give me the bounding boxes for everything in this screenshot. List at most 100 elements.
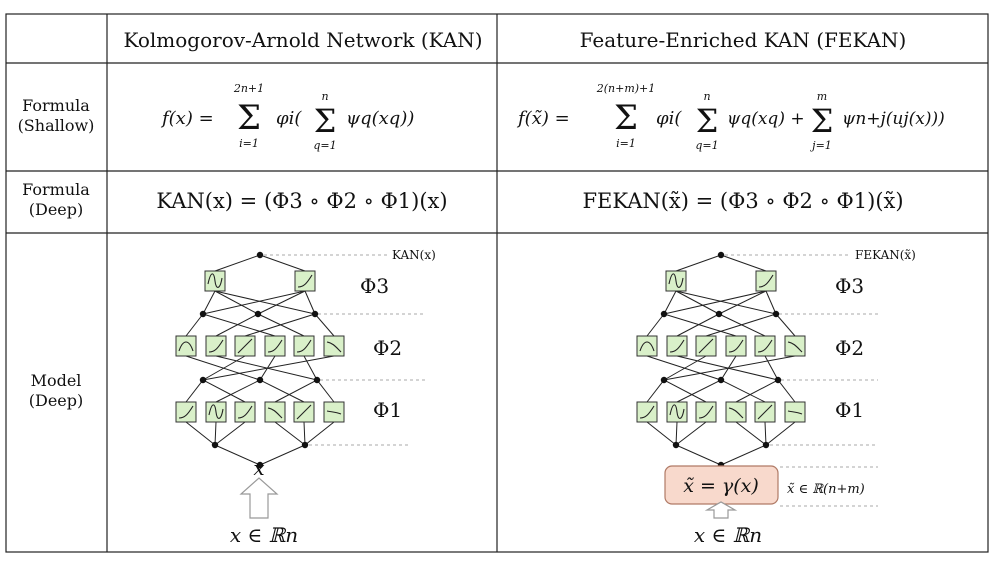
row-label-model-2: (Deep) <box>29 391 84 410</box>
kan-edge-l1up-0 <box>185 379 204 403</box>
fekan-layer-label-2: Φ2 <box>835 336 864 360</box>
kan-shallow-inner-top: n <box>321 90 328 103</box>
kan-edge-out-0 <box>214 254 261 272</box>
kan-phi1-activation-3 <box>264 401 286 423</box>
kan-edge-l1dn-5 <box>304 421 335 446</box>
row-label-deep-1: Formula <box>22 180 90 199</box>
kan-edge-l3-1-c <box>304 290 316 315</box>
fekan-node-h2-2 <box>772 310 780 318</box>
fekan-node-h2-0 <box>660 310 668 318</box>
fekan-edge-l2up-5 <box>775 313 796 337</box>
fekan-phi2-activation-0 <box>636 335 658 357</box>
fekan-shallow-inner1-sigma: Σ <box>696 102 719 140</box>
fekan-edge-l2up-4 <box>718 313 766 337</box>
fekan-edge-l1dn-4 <box>764 421 767 446</box>
kan-node-h2-0 <box>199 310 207 318</box>
kan-edge-l2up-3 <box>202 313 276 337</box>
fekan-phi2-activation-5 <box>784 335 806 357</box>
fekan-edge-l1up-0 <box>646 379 665 403</box>
fekan-shallow-inner2-term: ψn+j(uj(x))) <box>842 109 945 129</box>
kan-node-h0-0 <box>211 441 219 449</box>
fekan-edge-l3-1-b <box>718 290 767 315</box>
kan-edge-l2dn-4 <box>303 355 318 381</box>
kan-phi3-activation-1 <box>294 270 316 292</box>
kan-edge-l2dn-5 <box>202 355 335 381</box>
kan-phi1-activation-1 <box>205 401 227 423</box>
fekan-shallow-sigma: Σ <box>614 98 638 138</box>
kan-edge-l1dn-2 <box>214 421 246 446</box>
kan-edge-l3-1-a <box>202 290 306 315</box>
kan-output-label: KAN(x) <box>392 248 436 262</box>
fekan-phi3-activation-1 <box>755 270 777 292</box>
fekan-edge-l1dn-3 <box>735 421 767 446</box>
kan-node-h0-1 <box>301 441 309 449</box>
fekan-shallow-inner2-sigma: Σ <box>811 102 834 140</box>
fekan-input-arrow <box>704 501 738 519</box>
fekan-shallow-sum-bottom: i=1 <box>616 137 636 150</box>
fekan-edge-l1up-2 <box>663 379 707 403</box>
fekan-edge-l3-0-c <box>675 290 777 315</box>
fekan-edge-l1dn-1 <box>675 421 678 446</box>
fekan-shallow-inner2-top: m <box>817 90 827 103</box>
fekan-phi1-activation-2 <box>695 401 717 423</box>
kan-phi2-activation-5 <box>323 335 345 357</box>
kan-edge-l1dn-3 <box>274 421 306 446</box>
kan-edge-l3-0-a <box>202 290 216 315</box>
fekan-node-h2-1 <box>715 310 723 318</box>
fekan-deep-formula: FEKAN(x̃) = (Φ3 ∘ Φ2 ∘ Φ1)(x̃) <box>582 189 903 213</box>
kan-edge-in-0 <box>214 444 261 466</box>
kan-input-symbol: x <box>253 456 264 480</box>
kan-edge-l1dn-4 <box>303 421 306 446</box>
fekan-edge-l1up-3 <box>735 379 779 403</box>
fekan-phi2-activation-3 <box>725 335 747 357</box>
fekan-edge-l3-0-b <box>675 290 720 315</box>
fekan-node-output <box>717 251 725 259</box>
kan-edge-l1up-1 <box>215 379 261 403</box>
fekan-edge-l1dn-2 <box>675 421 707 446</box>
fekan-layer-label-1: Φ1 <box>835 398 864 422</box>
fekan-shallow-inner1-bottom: q=1 <box>695 139 718 152</box>
fekan-phi3-activation-0 <box>665 270 687 292</box>
fekan-phi2-activation-2 <box>695 335 717 357</box>
fekan-feature-space: x̃ ∈ ℝ(n+m) <box>787 482 865 497</box>
kan-node-h1-1 <box>256 376 264 384</box>
kan-edge-in-1 <box>259 444 306 466</box>
kan-edge-l2up-4 <box>257 313 305 337</box>
fekan-shallow-lhs: f(x̃) = <box>516 108 570 129</box>
kan-shallow-sigma: Σ <box>237 98 261 138</box>
kan-phi2-activation-2 <box>234 335 256 357</box>
kan-phi2-activation-3 <box>264 335 286 357</box>
kan-edge-l1up-4 <box>259 379 305 403</box>
kan-shallow-inner-term: ψq(xq)) <box>346 108 414 129</box>
fekan-edge-l2up-3 <box>663 313 737 337</box>
fekan-edge-in-0 <box>675 444 722 466</box>
fekan-shallow-inner1-term: ψq(xq) + <box>727 109 805 129</box>
kan-shallow-sum-bottom: i=1 <box>239 137 259 150</box>
fekan-phi1-activation-4 <box>754 401 776 423</box>
fekan-phi1-activation-1 <box>666 401 688 423</box>
kan-network-diagram <box>175 251 425 469</box>
kan-shallow-formula: f(x) = 2n+1 Σ i=1 φi( n Σ q=1 ψq(xq)) <box>160 82 414 152</box>
fekan-edge-l2dn-4 <box>764 355 779 381</box>
fekan-edge-l3-0-a <box>663 290 677 315</box>
kan-edge-l2up-0 <box>185 313 204 337</box>
kan-edge-l3-0-b <box>214 290 259 315</box>
fekan-shallow-inner2-bottom: j=1 <box>809 139 832 152</box>
kan-shallow-inner-bottom: q=1 <box>313 139 336 152</box>
kan-layer-label-3: Φ3 <box>360 274 389 298</box>
fekan-node-h1-1 <box>717 376 725 384</box>
fekan-network-diagram <box>636 251 878 507</box>
kan-shallow-phi: φi( <box>276 108 302 129</box>
kan-domain-label: x ∈ ℝn <box>230 523 298 547</box>
kan-layer-label-2: Φ2 <box>373 336 402 360</box>
kan-edge-l1up-5 <box>316 379 335 403</box>
kan-edge-l3-1-b <box>257 290 306 315</box>
kan-shallow-lhs: f(x) = <box>160 108 214 129</box>
fekan-phi1-activation-5 <box>784 401 806 423</box>
fekan-edge-l1up-5 <box>777 379 796 403</box>
fekan-node-h0-1 <box>762 441 770 449</box>
fekan-shallow-formula: f(x̃) = 2(n+m)+1 Σ i=1 φi( n Σ q=1 ψq(xq… <box>516 82 945 152</box>
kan-phi1-activation-2 <box>234 401 256 423</box>
fekan-phi2-activation-4 <box>754 335 776 357</box>
fekan-shallow-phi: φi( <box>656 108 682 129</box>
